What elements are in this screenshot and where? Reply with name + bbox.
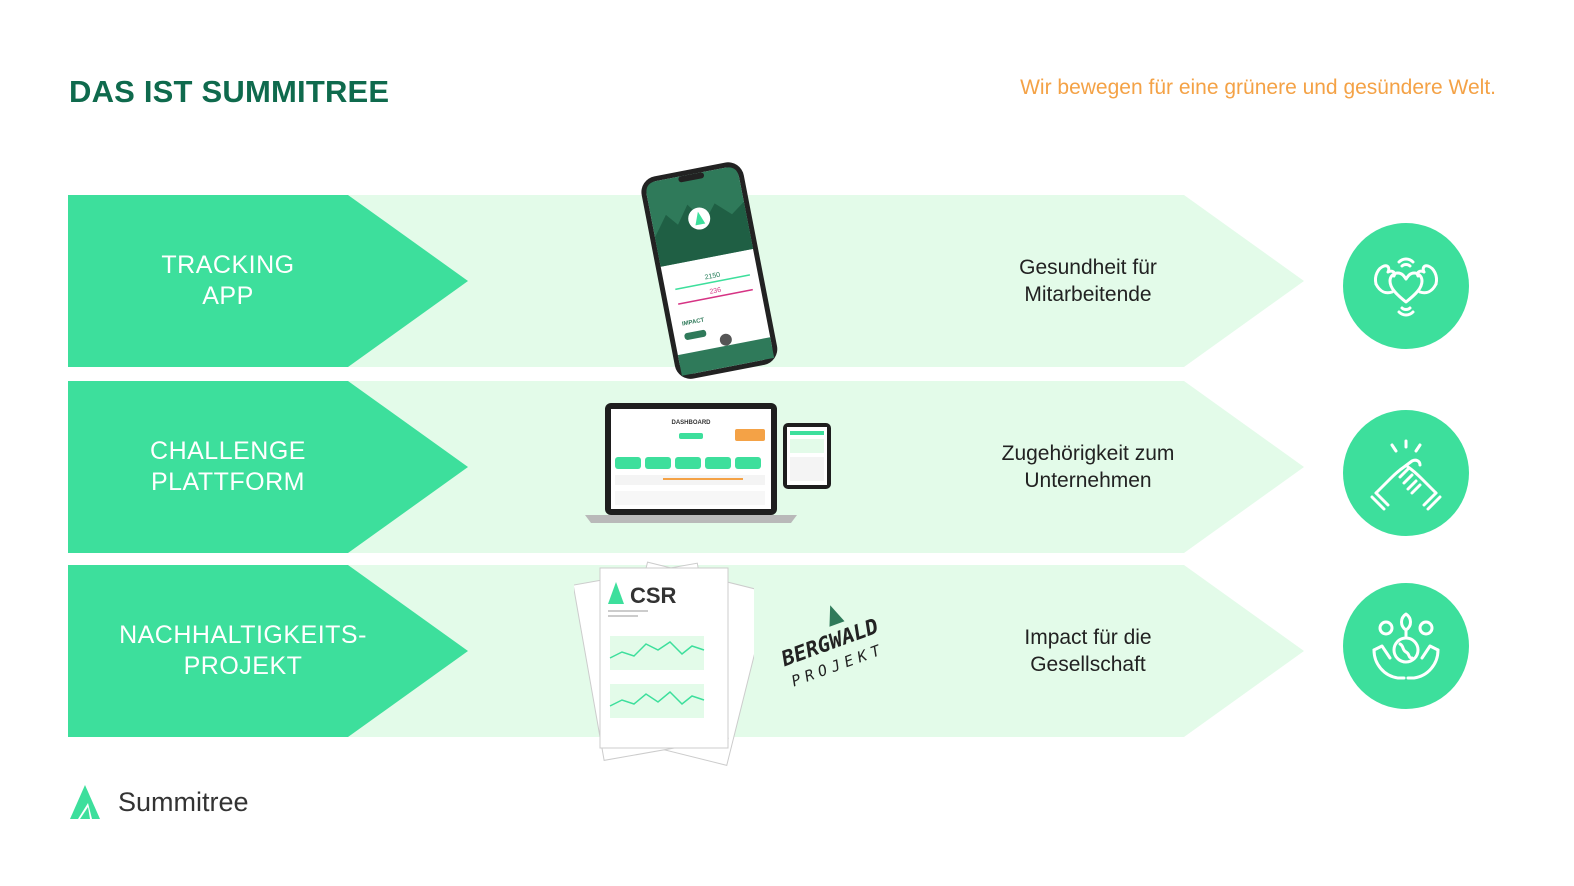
row-benefit-line: Gesellschaft	[1030, 653, 1146, 676]
row-benefit-line: Impact für die	[1024, 626, 1152, 649]
row-label-line: CHALLENGE	[150, 437, 306, 465]
phone-calories: 236	[709, 287, 722, 296]
tagline: Wir bewegen für eine grünere und gesünde…	[1020, 76, 1496, 99]
csr-report-title: CSR	[630, 583, 677, 608]
dashboard-title: DASHBOARD	[672, 420, 712, 426]
row-benefit: Gesundheit für Mitarbeitende	[968, 195, 1208, 367]
row-benefit-line: Mitarbeitende	[1024, 283, 1152, 306]
brand-name: Summitree	[118, 787, 249, 817]
row-label: TRACKING APP	[78, 195, 378, 367]
handshake-icon	[1343, 410, 1469, 536]
bergwald-projekt-logo: BERGWALD PROJEKT	[772, 605, 894, 697]
phone-steps: 2150	[704, 272, 721, 282]
hands-earth-icon	[1343, 583, 1469, 709]
row-label-line: NACHHALTIGKEITS-	[119, 621, 367, 649]
row-benefit-line: Zugehörigkeit zum	[1001, 442, 1175, 465]
phone-impact-label: IMPACT	[682, 317, 706, 327]
csr-report-mockup: CSR	[572, 554, 771, 766]
row-label-line: PROJEKT	[183, 652, 303, 680]
row-label-line: PLATTFORM	[150, 468, 306, 496]
row-label-line: APP	[202, 282, 254, 310]
row-label: NACHHALTIGKEITS- PROJEKT	[93, 565, 393, 737]
row-benefit-line: Gesundheit für	[1019, 256, 1157, 279]
row-benefit-line: Unternehmen	[1024, 469, 1152, 492]
row-label-line: TRACKING	[161, 251, 295, 279]
challenge-platform-laptop-mockup: DASHBOARD	[583, 401, 833, 525]
row-benefit: Impact für die Gesellschaft	[968, 565, 1208, 737]
row-benefit: Zugehörigkeit zum Unternehmen	[968, 381, 1208, 553]
strong-heart-icon	[1343, 223, 1469, 349]
page-title: DAS IST SUMMITREE	[69, 74, 390, 109]
summitree-logo-icon	[68, 783, 102, 821]
tracking-app-phone-mockup: 2150 236 IMPACT	[632, 158, 782, 380]
row-label: CHALLENGE PLATTFORM	[78, 381, 378, 553]
